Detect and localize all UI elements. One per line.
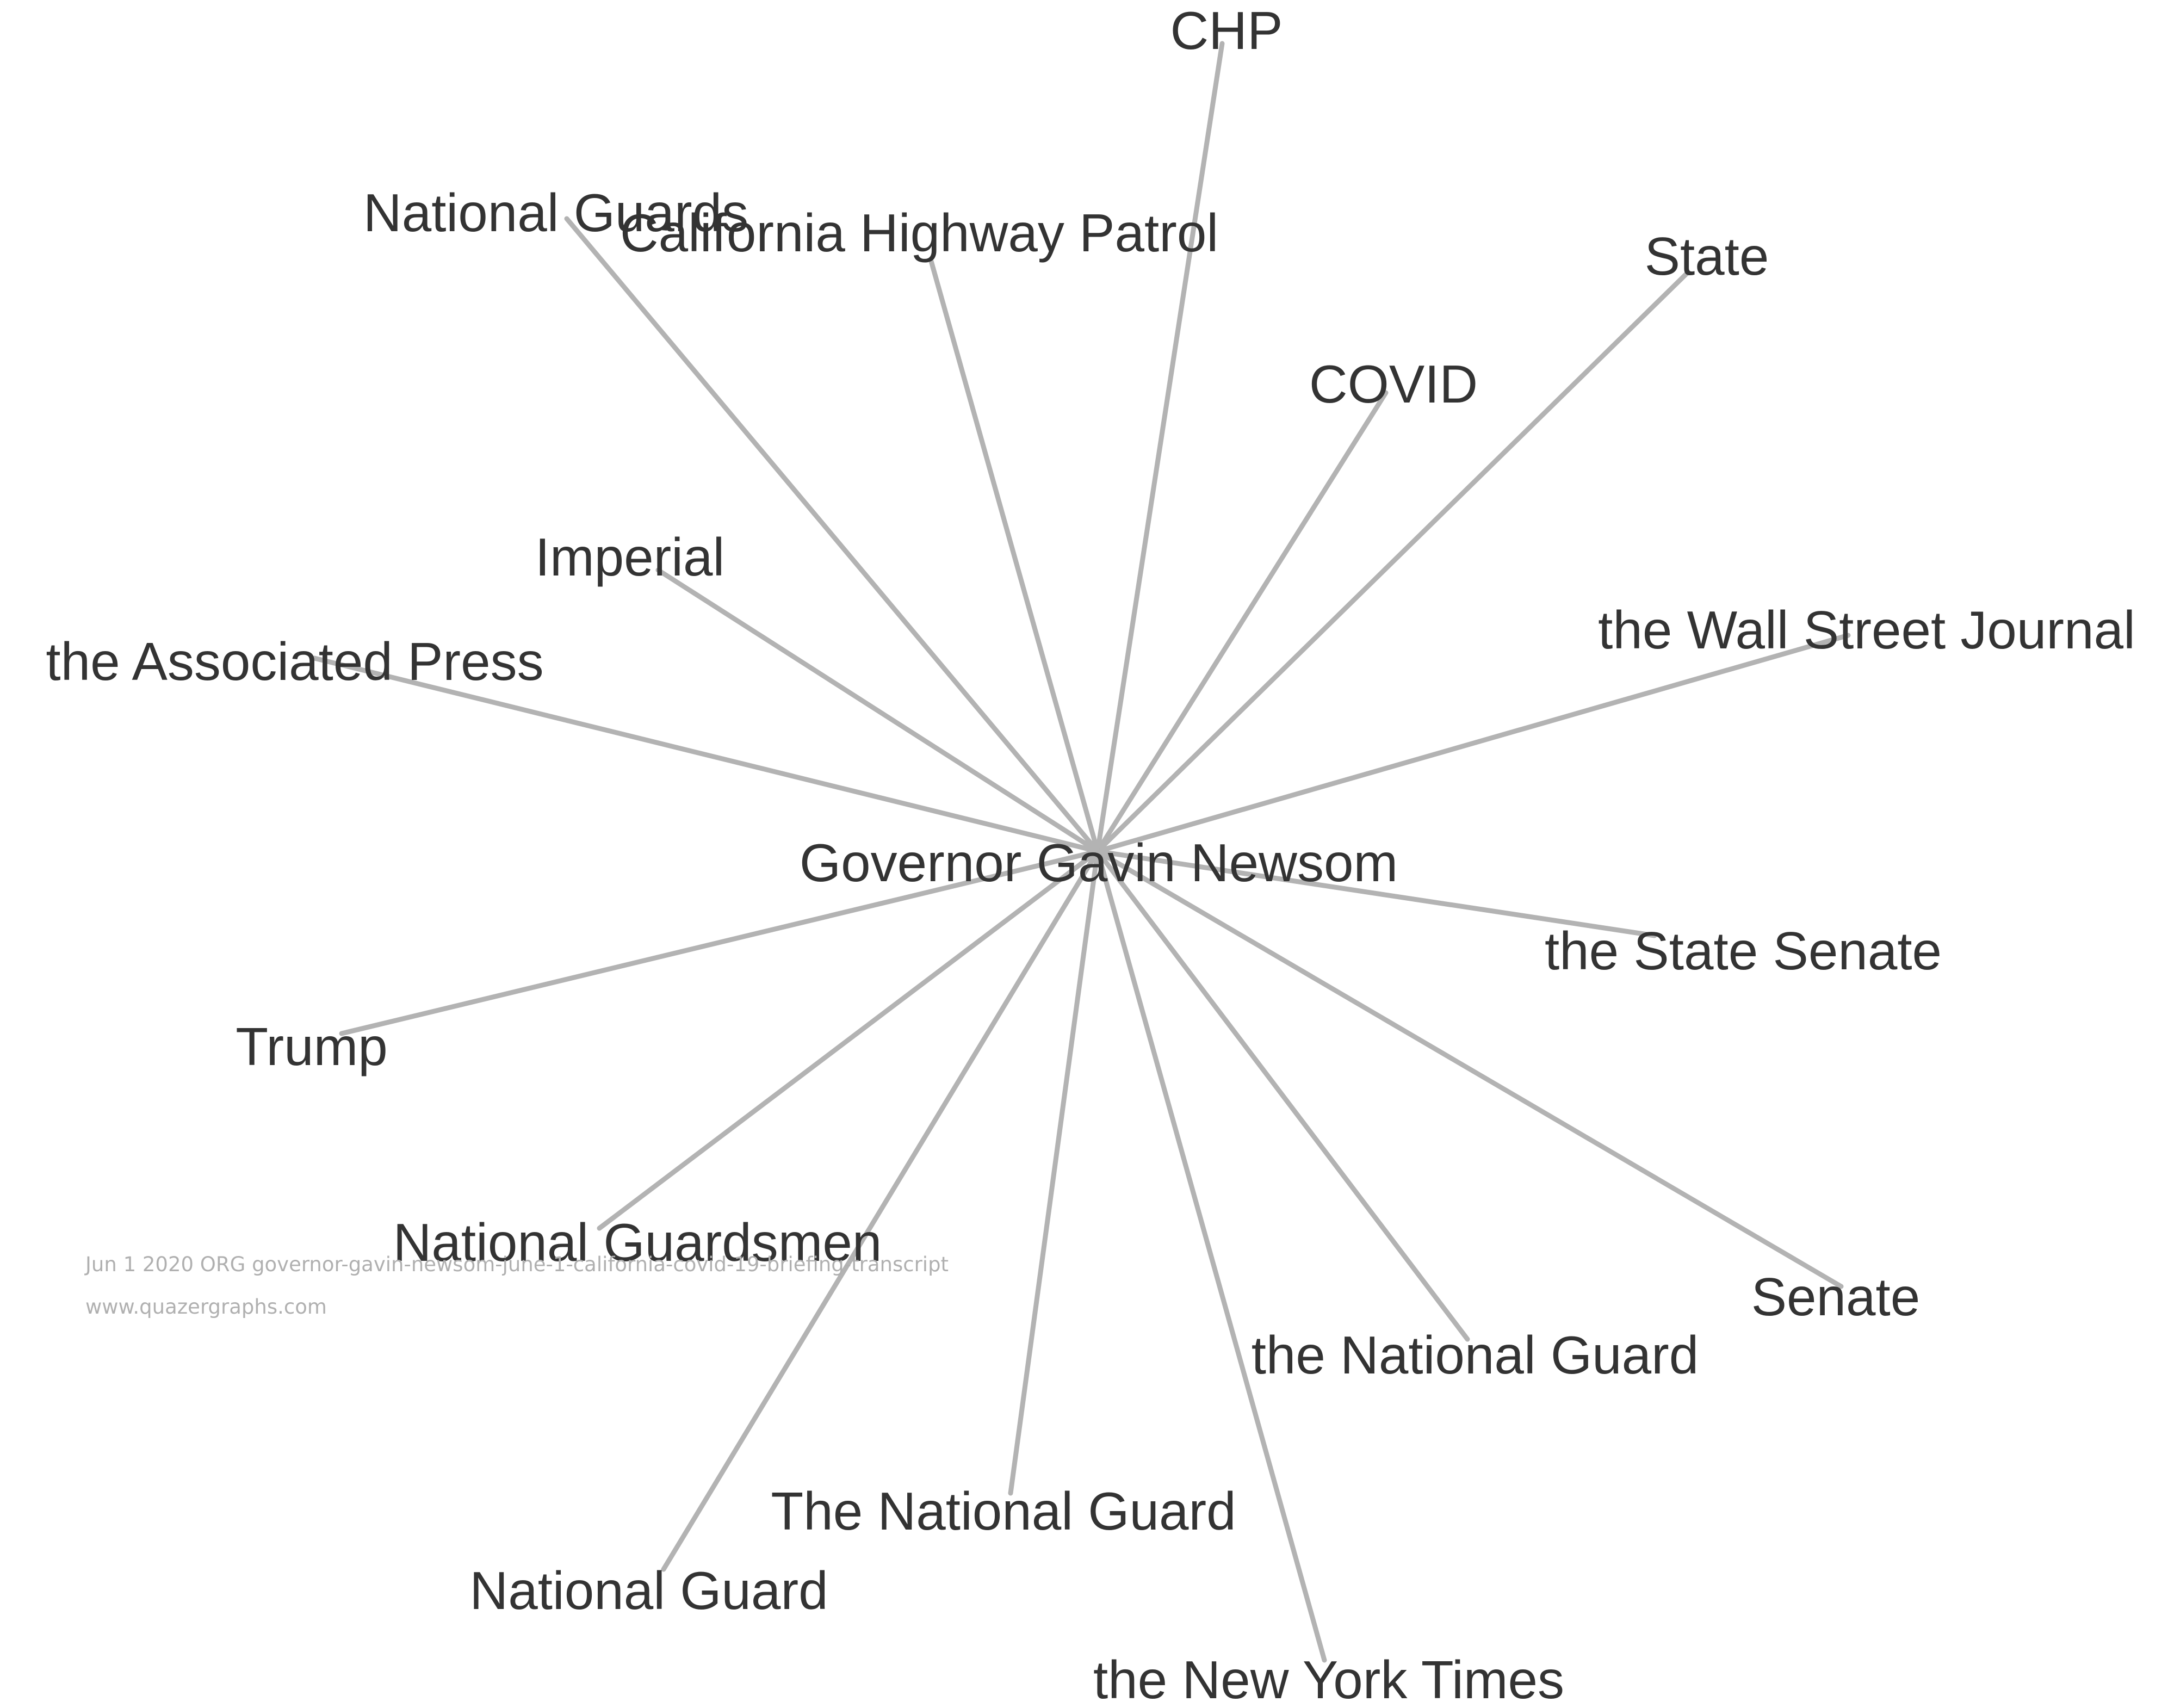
edge (339, 849, 1100, 1036)
center-node-label: Governor Gavin Newsom (800, 833, 1398, 893)
edge (312, 655, 1100, 854)
node-label: National Guard (469, 1561, 828, 1620)
node-label: Senate (1751, 1267, 1921, 1327)
edge (597, 849, 1100, 1231)
node-label: the Associated Press (46, 632, 543, 691)
node-label: National Guards (363, 183, 748, 243)
caption-url: www.quazergraphs.com (85, 1295, 327, 1319)
edge (1095, 633, 1851, 854)
edge (1008, 849, 1100, 1496)
edge (1095, 849, 1327, 1663)
edge (1095, 849, 1470, 1342)
node-labels: Governor Gavin Newsom CHP National Guard… (46, 1, 2135, 1708)
edge (564, 216, 1100, 854)
edge (661, 849, 1100, 1572)
edges (312, 41, 1851, 1663)
node-label: California Highway Patrol (620, 203, 1218, 263)
node-label: the Wall Street Journal (1598, 600, 2135, 660)
node-label: the State Senate (1545, 921, 1942, 981)
edge (1095, 849, 1844, 1289)
node-label: The National Guard (771, 1481, 1236, 1541)
edge (1095, 849, 1657, 938)
node-label: Trump (236, 1017, 388, 1076)
edge (928, 258, 1100, 854)
node-label: CHP (1170, 1, 1283, 60)
node-label: National Guardsmen (393, 1212, 882, 1272)
node-label: the National Guard (1252, 1325, 1699, 1385)
node-label: COVID (1309, 354, 1478, 414)
caption: Jun 1 2020 ORG governor-gavin-newsom-jun… (84, 1253, 949, 1319)
node-label: the New York Times (1093, 1650, 1564, 1708)
edge (1095, 41, 1225, 854)
node-label: Imperial (535, 527, 725, 587)
edge (1095, 270, 1690, 854)
node-label: State (1645, 226, 1769, 286)
edge (655, 567, 1100, 854)
caption-title: Jun 1 2020 ORG governor-gavin-newsom-jun… (84, 1253, 949, 1276)
edge (1095, 390, 1389, 854)
